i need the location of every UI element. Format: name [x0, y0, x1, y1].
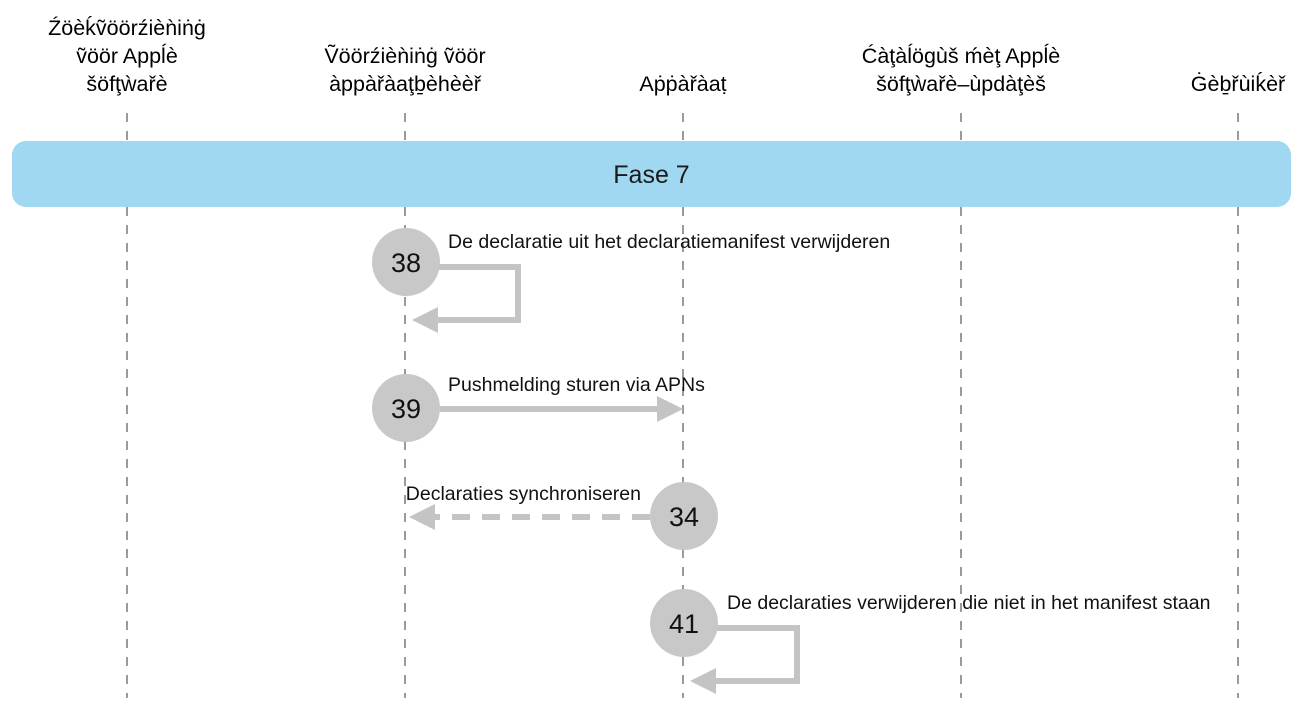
phase-band: Fase 7: [12, 141, 1291, 207]
step-39: 39 Pushmelding sturen via APNs: [372, 374, 705, 442]
step-circle-41[interactable]: [650, 589, 718, 657]
step-label-41: De declaraties verwijderen die niet in h…: [727, 592, 1210, 614]
lane-header-gebruiker: Ġèḇřùiḱèř: [1191, 71, 1286, 96]
step-label-34: Declaraties synchroniseren: [406, 483, 641, 505]
step-group: 38 De declaratie uit het declaratiemanife…: [372, 228, 1210, 694]
step-number-41: 41: [669, 609, 699, 639]
message-line-41: [712, 625, 800, 684]
arrow-head: [690, 668, 716, 694]
step-label-39: Pushmelding sturen via APNs: [448, 374, 705, 396]
step-34: 34 Declaraties synchroniseren: [406, 482, 718, 550]
step-38: 38 De declaratie uit het declaratiemanife…: [372, 228, 890, 333]
message-line-38: [434, 264, 521, 323]
arrow-head: [412, 307, 438, 333]
step-label-38: De declaratie uit het declaratiemanifest…: [448, 231, 890, 253]
step-circle-34[interactable]: [650, 482, 718, 550]
arrow-head: [657, 396, 683, 422]
step-number-38: 38: [391, 248, 421, 278]
lane-header-apparaat: Aṗṗàřàaṭ: [639, 72, 726, 96]
step-circle-38[interactable]: [372, 228, 440, 296]
step-number-34: 34: [669, 502, 699, 532]
arrow-head: [409, 504, 435, 530]
phase-band-rect: [12, 141, 1291, 207]
phase-band-label: Fase 7: [613, 161, 689, 189]
lifeline-group-top: [126, 113, 1239, 141]
step-circle-39[interactable]: [372, 374, 440, 442]
step-number-39: 39: [391, 394, 421, 424]
step-41: 41 De declaraties verwijderen die niet in…: [650, 589, 1210, 694]
